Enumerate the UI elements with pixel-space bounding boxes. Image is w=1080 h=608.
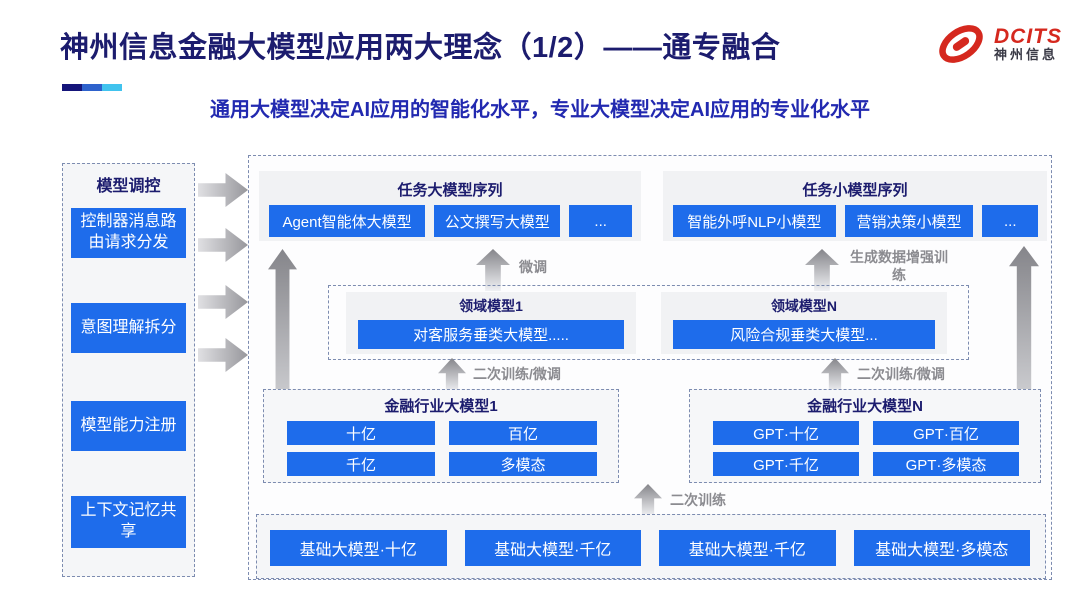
model-box-risk-compliance: 风险合规垂类大模型... (673, 320, 935, 349)
task-small-model-title: 任务小模型序列 (802, 182, 908, 199)
model-box-multimodal: 多模态 (449, 452, 597, 476)
right-arrow-icon (198, 338, 248, 372)
sidebar-item-intent-split: 意图理解拆分 (71, 303, 186, 353)
task-small-model-row: 智能外呼NLP小模型 营销决策小模型 ... (673, 205, 1038, 237)
subtitle: 通用大模型决定AI应用的智能化水平，专业大模型决定AI应用的专业化水平 (210, 99, 870, 121)
model-box-nlp-outbound: 智能外呼NLP小模型 (673, 205, 836, 237)
task-large-model-panel: 任务大模型序列 Agent智能体大模型 公文撰写大模型 ... (259, 171, 641, 241)
model-box-ellipsis: ... (569, 205, 632, 237)
accent-segment (82, 84, 102, 91)
model-box-base-1b: 基础大模型·十亿 (270, 530, 447, 566)
base-model-row: 基础大模型·十亿 基础大模型·千亿 基础大模型·千亿 基础大模型·多模态 (270, 530, 1030, 566)
logo-brand-cn: 神州信息 (994, 47, 1059, 63)
dcits-swoosh-icon (939, 25, 983, 63)
industry-model-n-container: 金融行业大模型N GPT·十亿 GPT·百亿 GPT·千亿 GPT·多模态 (689, 389, 1041, 483)
model-box-doc-writing: 公文撰写大模型 (434, 205, 561, 237)
right-arrow-icon (198, 173, 248, 207)
model-box-base-100b-2: 基础大模型·千亿 (659, 530, 836, 566)
page-title: 神州信息金融大模型应用两大理念（1/2）——通专融合 (60, 32, 781, 64)
model-box-ellipsis: ... (982, 205, 1038, 237)
model-box-gpt-multimodal: GPT·多模态 (873, 452, 1019, 476)
arrow-label-secondary-right: 二次训练/微调 (857, 366, 945, 382)
domain-model-1-title: 领域模型1 (459, 298, 523, 314)
company-logo: DCITS 神州信息 (935, 18, 1062, 70)
right-arrow-icon (198, 285, 248, 319)
up-arrow-icon (634, 484, 662, 516)
sidebar-title: 模型调控 (96, 178, 161, 195)
title-accent-bar (62, 84, 122, 91)
task-small-model-panel: 任务小模型序列 智能外呼NLP小模型 营销决策小模型 ... (663, 171, 1047, 241)
accent-segment (62, 84, 82, 91)
up-arrow-icon (821, 358, 849, 392)
up-arrow-icon (438, 358, 466, 392)
industry-model-1-title: 金融行业大模型1 (384, 398, 498, 415)
industry-model-n-title: 金融行业大模型N (807, 398, 923, 415)
model-box-gpt-100b: GPT·千亿 (713, 452, 859, 476)
model-box-base-100b: 基础大模型·千亿 (464, 530, 641, 566)
model-control-sidebar: 模型调控 控制器消息路由请求分发 意图理解拆分 模型能力注册 上下文记忆共享 (62, 163, 195, 577)
industry-model-n-grid: GPT·十亿 GPT·百亿 GPT·千亿 GPT·多模态 (713, 421, 1019, 476)
base-model-container: 基础大模型·十亿 基础大模型·千亿 基础大模型·千亿 基础大模型·多模态 (256, 514, 1046, 579)
domain-model-n-panel: 领域模型N 风险合规垂类大模型... (661, 292, 947, 354)
model-box-1b: 十亿 (287, 421, 435, 445)
industry-model-1-container: 金融行业大模型1 十亿 百亿 千亿 多模态 (263, 389, 619, 483)
logo-brand-text: DCITS (994, 25, 1062, 49)
model-box-base-multimodal: 基础大模型·多模态 (853, 530, 1030, 566)
task-large-model-row: Agent智能体大模型 公文撰写大模型 ... (269, 205, 632, 237)
model-architecture-container: 任务大模型序列 Agent智能体大模型 公文撰写大模型 ... 任务小模型序列 … (248, 155, 1052, 580)
accent-segment (102, 84, 122, 91)
sidebar-item-capability-register: 模型能力注册 (71, 401, 186, 451)
model-box-100b: 千亿 (287, 452, 435, 476)
sidebar-item-controller-routing: 控制器消息路由请求分发 (71, 208, 186, 258)
model-box-customer-service: 对客服务垂类大模型..... (358, 320, 624, 349)
domain-model-container: 领域模型1 对客服务垂类大模型..... 领域模型N 风险合规垂类大模型... (328, 285, 969, 360)
sidebar-item-context-memory: 上下文记忆共享 (71, 496, 186, 548)
industry-model-1-grid: 十亿 百亿 千亿 多模态 (287, 421, 597, 476)
domain-model-1-panel: 领域模型1 对客服务垂类大模型..... (346, 292, 636, 354)
arrow-label-gen-data-train: 生成数据增强训练 (850, 249, 948, 284)
task-large-model-title: 任务大模型序列 (397, 182, 503, 199)
arrow-label-finetune: 微调 (519, 259, 547, 275)
arrow-label-secondary-train: 二次训练 (670, 492, 726, 508)
model-box-10b: 百亿 (449, 421, 597, 445)
model-box-agent: Agent智能体大模型 (269, 205, 426, 237)
domain-model-n-title: 领域模型N (770, 298, 838, 314)
model-box-marketing: 营销决策小模型 (844, 205, 974, 237)
arrow-label-secondary-left: 二次训练/微调 (473, 366, 561, 382)
right-arrow-icon (198, 228, 248, 262)
model-box-gpt-10b: GPT·百亿 (873, 421, 1019, 445)
model-box-gpt-1b: GPT·十亿 (713, 421, 859, 445)
